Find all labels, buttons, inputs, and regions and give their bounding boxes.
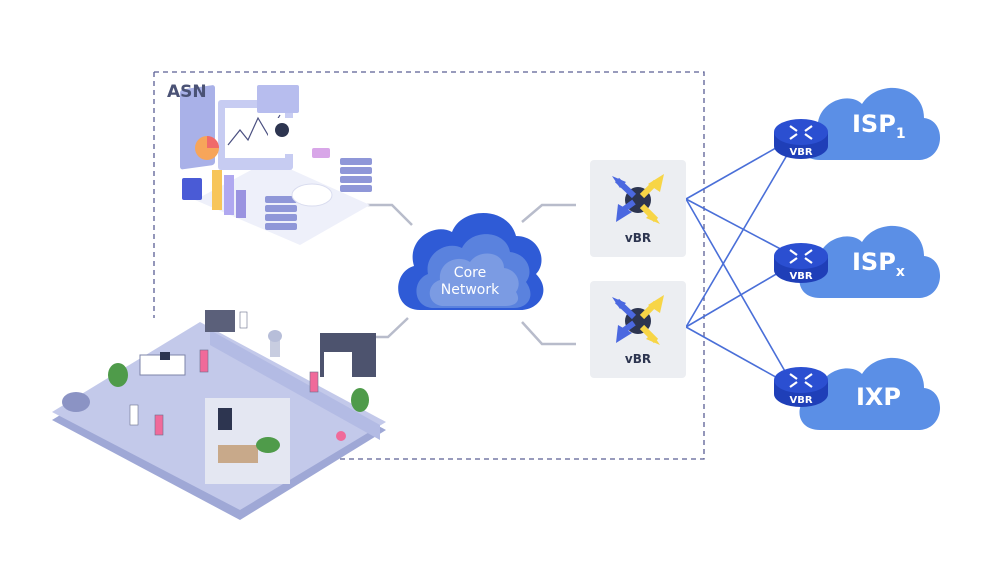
vbr-arrows-icon <box>612 174 664 224</box>
peer-subscript: 1 <box>895 126 906 142</box>
link-vbr1-isp1 <box>685 139 791 200</box>
office-illustration <box>52 310 386 520</box>
peer-name: ISP <box>852 248 896 276</box>
vbr-arrows-icon <box>612 295 664 345</box>
peer-name: ISP <box>852 110 896 138</box>
router-isp1 <box>774 119 828 159</box>
asn-boundary <box>153 71 705 460</box>
vbr-label: vBR <box>624 352 652 366</box>
office-people <box>129 311 319 436</box>
connector-datacenter-core <box>358 203 413 226</box>
peer-cloud-isp1 <box>799 87 941 160</box>
core-network-label: Core Network <box>440 265 500 299</box>
router-ispx <box>774 243 828 283</box>
link-vbr2-ispx <box>685 265 791 328</box>
vbr-card-2: vBR <box>590 281 686 378</box>
data-center-illustration <box>180 85 372 245</box>
core-network-line2: Network <box>440 282 500 298</box>
peer-subscript: x <box>895 264 905 280</box>
peering-links <box>685 139 791 386</box>
router-label-ixp: VBR <box>789 395 813 406</box>
link-vbr2-isp1 <box>685 149 791 328</box>
connector-core-vbr1 <box>521 203 576 223</box>
router-label-isp1: VBR <box>789 147 813 158</box>
router-label-ispx: VBR <box>789 271 813 282</box>
peer-label-isp1: ISP1 <box>852 110 906 142</box>
core-network-cloud <box>398 212 544 310</box>
peer-label-ixp: IXP <box>856 383 901 411</box>
peer-name: IXP <box>856 383 902 411</box>
router-arrows-icon <box>789 249 813 264</box>
link-vbr1-ixp <box>685 198 791 381</box>
asn-label: ASN <box>167 82 207 102</box>
core-network-line1: Core <box>453 265 487 281</box>
peer-cloud-ixp <box>799 357 941 430</box>
vbr-label: vBR <box>624 231 652 245</box>
vbr-card-1: vBR <box>590 160 686 257</box>
router-arrows-icon <box>789 125 813 140</box>
link-vbr1-ispx <box>685 198 791 255</box>
link-vbr2-ixp <box>685 326 791 386</box>
peer-cloud-ispx <box>799 225 941 298</box>
connector-core-vbr2 <box>521 321 576 346</box>
router-ixp <box>774 367 828 407</box>
router-arrows-icon <box>789 373 813 388</box>
peer-label-ispx: ISPx <box>852 248 905 280</box>
